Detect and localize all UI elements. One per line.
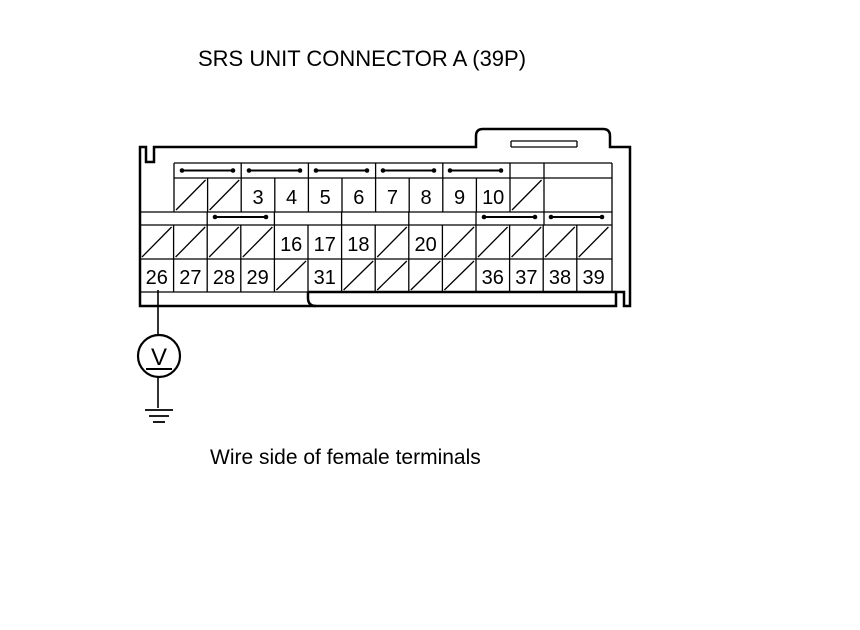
terminal-31: 31 xyxy=(314,267,336,289)
empty-cavity-slash xyxy=(511,226,542,258)
empty-cavity-slash xyxy=(175,226,206,258)
terminal-9: 9 xyxy=(454,187,465,209)
connector-housing xyxy=(138,127,632,308)
shorting-bar-end xyxy=(313,168,319,173)
terminal-16: 16 xyxy=(280,234,302,256)
terminal-29: 29 xyxy=(246,267,268,289)
terminal-39: 39 xyxy=(582,267,604,289)
empty-cavity-slash xyxy=(209,179,240,211)
empty-cavity-slash xyxy=(175,179,207,211)
ground-icon xyxy=(145,409,173,423)
shorting-bar-end xyxy=(179,168,185,173)
terminal-8: 8 xyxy=(420,187,431,209)
shorting-bar-end xyxy=(297,168,303,173)
empty-cavity-slash xyxy=(343,260,374,291)
shorting-bar-end xyxy=(431,168,437,173)
terminal-27: 27 xyxy=(179,267,201,289)
terminal-18: 18 xyxy=(347,234,369,256)
shorting-bar-end xyxy=(246,168,252,173)
empty-cavity-slash xyxy=(376,226,408,258)
terminal-5: 5 xyxy=(320,187,331,209)
terminal-36: 36 xyxy=(482,267,504,289)
terminal-10: 10 xyxy=(482,187,504,209)
shorting-bar-end xyxy=(498,168,504,173)
empty-cavity-slash xyxy=(275,260,307,291)
shorting-bar-end xyxy=(447,168,453,173)
terminal-26: 26 xyxy=(146,267,168,289)
shorting-bar-end xyxy=(532,214,538,220)
empty-cavity-slash xyxy=(208,226,240,258)
empty-cavity-slash xyxy=(443,226,475,258)
shorting-bar-end xyxy=(263,214,269,220)
terminal-37: 37 xyxy=(515,267,537,289)
shorting-bar-end xyxy=(230,168,236,173)
empty-cavity-slash xyxy=(141,226,173,258)
empty-cavity-slash xyxy=(544,226,576,258)
shorting-bar-end xyxy=(364,168,370,173)
empty-cavity-slash xyxy=(376,260,408,291)
empty-cavity-slash xyxy=(477,226,509,258)
diagram-title: SRS UNIT CONNECTOR A (39P) xyxy=(198,46,527,71)
empty-cavity-slash xyxy=(443,260,475,291)
terminal-6: 6 xyxy=(353,187,364,209)
empty-cavity-slash xyxy=(578,226,609,258)
terminal-7: 7 xyxy=(387,187,398,209)
empty-cavity-slash xyxy=(511,179,543,211)
voltmeter-icon: V xyxy=(136,333,182,379)
shorting-bar-end xyxy=(599,214,605,220)
shorting-bar-end xyxy=(212,214,218,220)
empty-cavity-slash xyxy=(410,260,441,291)
voltmeter-circuit: V xyxy=(136,290,182,423)
terminal-3: 3 xyxy=(252,187,263,209)
terminal-17: 17 xyxy=(314,234,336,256)
terminal-20: 20 xyxy=(414,234,436,256)
shorting-bar-end xyxy=(481,214,487,220)
terminal-grid xyxy=(140,162,613,292)
shorting-bar-end xyxy=(548,214,554,220)
voltmeter-symbol: V xyxy=(151,344,167,371)
terminal-28: 28 xyxy=(213,267,235,289)
terminal-38: 38 xyxy=(549,267,571,289)
diagram-caption: Wire side of female terminals xyxy=(210,446,481,469)
empty-cavity-slash xyxy=(242,226,273,258)
terminal-4: 4 xyxy=(286,187,297,209)
shorting-bar-end xyxy=(380,168,386,173)
